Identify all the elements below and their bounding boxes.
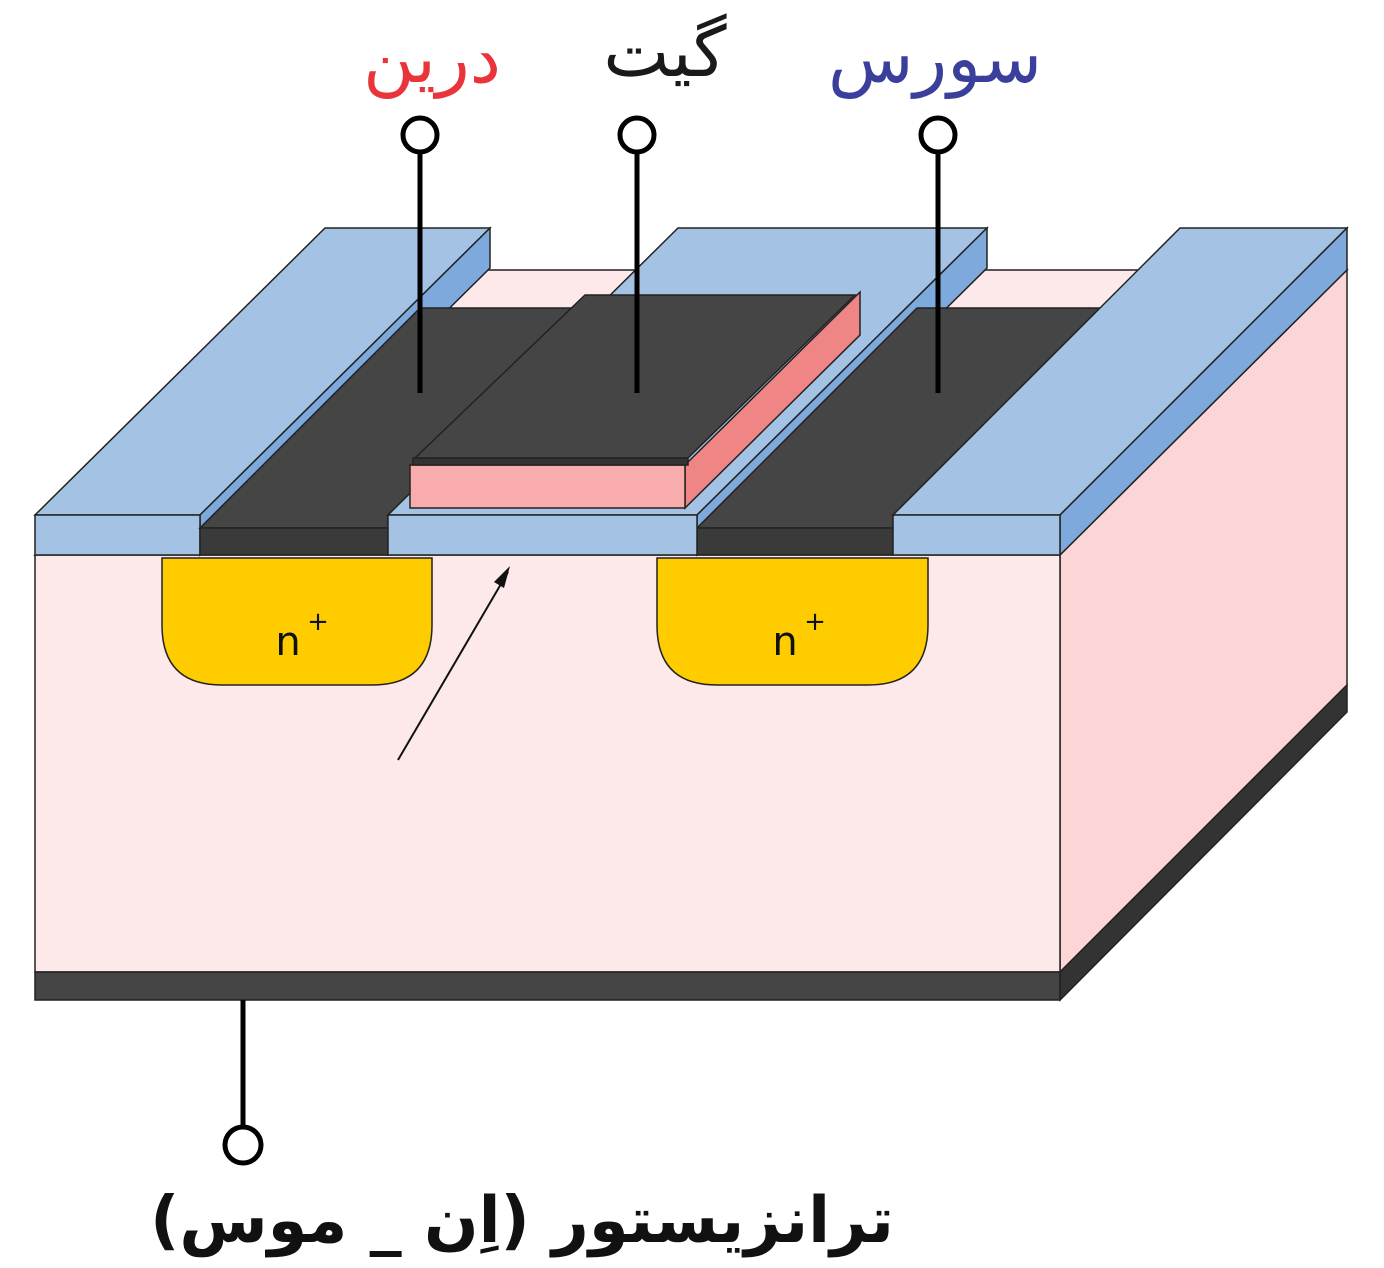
right-well-sup: + [804, 607, 826, 637]
right-well-label: n [772, 619, 797, 665]
source-metal-front [696, 527, 894, 556]
right-field-oxide-front [892, 514, 1061, 556]
source-terminal[interactable] [918, 115, 958, 393]
gate-poly-front [409, 464, 686, 509]
drain-terminal[interactable] [400, 115, 440, 393]
gate-terminal[interactable] [617, 115, 657, 393]
left-well-sup: + [307, 607, 329, 637]
drain-metal-front [199, 527, 389, 556]
bulk-terminal[interactable] [222, 1000, 264, 1166]
arrowhead-icon [494, 566, 510, 588]
gate-metal-front [412, 457, 689, 466]
gate-oxide-front [387, 514, 698, 556]
left-well-label: n [275, 619, 300, 665]
bulk-contact-side [1059, 683, 1348, 1002]
drain-label: درین [363, 17, 501, 99]
left-field-oxide-front [34, 514, 201, 556]
source-label: سورس [828, 17, 1042, 99]
gate-label: گیت [603, 11, 727, 93]
diagram-title: ترانزیستور (اِن _ موس) [150, 1184, 894, 1258]
left-n-plus-well [161, 557, 433, 686]
bulk-contact-front [34, 971, 1061, 1001]
channel-arrow [397, 571, 509, 761]
right-n-plus-well [656, 557, 929, 686]
